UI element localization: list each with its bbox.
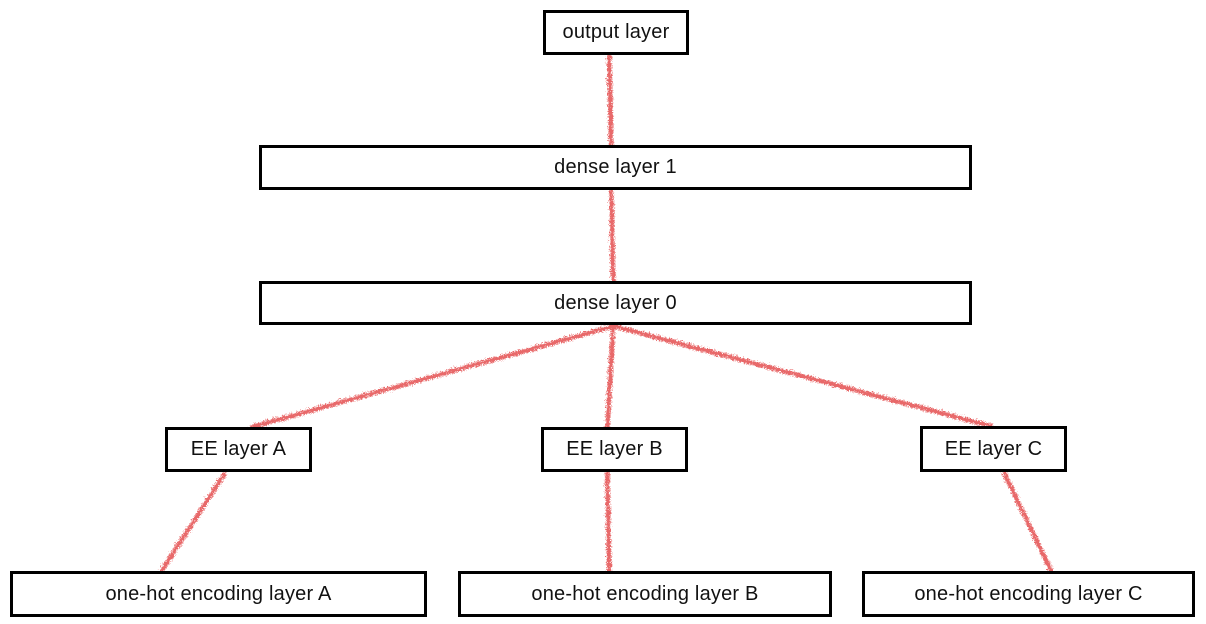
edge-dense-layer-0-to-ee-layer-c (610, 322, 993, 428)
edge-dense-layer-0-to-ee-layer-a (247, 322, 615, 429)
edge-ee-layer-a-to-one-hot-encoding-layer-a (157, 470, 226, 573)
node-label: EE layer A (190, 438, 287, 460)
node-label: dense layer 0 (554, 291, 677, 314)
node-label: EE layer C (944, 437, 1043, 460)
node-ee-layer-b: EE layer B (541, 427, 688, 472)
edge-output-layer-to-dense-layer-1 (605, 52, 613, 149)
node-label: dense layer 1 (554, 156, 677, 178)
node-ee-layer-c: EE layer C (920, 426, 1067, 472)
edge-ee-layer-c-to-one-hot-encoding-layer-c (1000, 469, 1053, 573)
node-label: one-hot encoding layer A (105, 582, 332, 605)
node-one-hot-encoding-layer-b: one-hot encoding layer B (458, 571, 832, 617)
node-dense-layer-1: dense layer 1 (259, 145, 972, 190)
edge-dense-layer-0-to-ee-layer-b (603, 322, 615, 430)
node-dense-layer-0: dense layer 0 (259, 281, 972, 325)
edges-group (157, 52, 1053, 573)
node-label: one-hot encoding layer B (531, 582, 759, 605)
node-label: one-hot encoding layer C (914, 582, 1143, 605)
node-label: output layer (562, 21, 670, 43)
edge-ee-layer-b-to-one-hot-encoding-layer-b (603, 469, 611, 573)
node-label: EE layer B (566, 438, 663, 460)
node-one-hot-encoding-layer-c: one-hot encoding layer C (862, 571, 1195, 617)
node-one-hot-encoding-layer-a: one-hot encoding layer A (10, 571, 427, 617)
node-ee-layer-a: EE layer A (165, 427, 312, 472)
node-output-layer: output layer (543, 10, 689, 55)
edge-dense-layer-1-to-dense-layer-0 (607, 187, 615, 284)
